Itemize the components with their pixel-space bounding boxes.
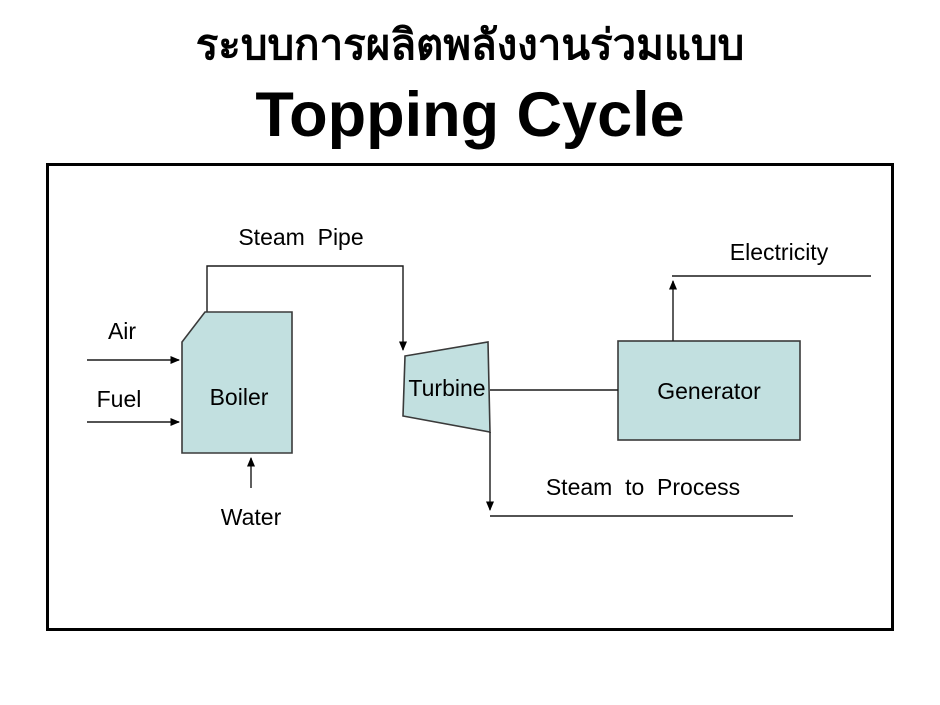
slide-title-english: Topping Cycle xyxy=(255,80,685,150)
steam-to-process-label: Steam to Process xyxy=(546,474,740,500)
air-label: Air xyxy=(108,318,136,344)
boiler-label: Boiler xyxy=(210,384,269,410)
boiler-shape xyxy=(181,311,293,454)
turbine-label: Turbine xyxy=(408,375,485,401)
slide-title-thai: ระบบการผลิตพลังงานร่วมแบบ xyxy=(195,20,745,69)
steam-pipe-label: Steam Pipe xyxy=(238,224,363,250)
water-label: Water xyxy=(221,504,282,530)
steam-pipe-arrow xyxy=(206,265,407,351)
electricity-label: Electricity xyxy=(730,239,829,265)
fuel-label: Fuel xyxy=(97,386,142,412)
generator-label: Generator xyxy=(657,378,761,404)
